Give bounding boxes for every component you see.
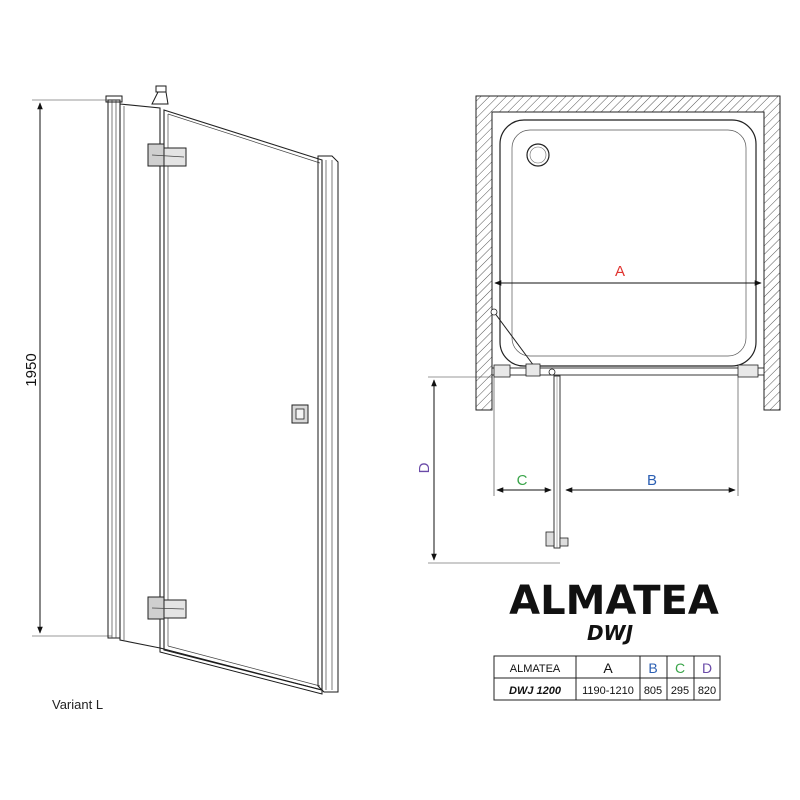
glass-profile-strip xyxy=(491,363,765,378)
lower-hinge-icon xyxy=(147,596,187,620)
front-view: 1950 xyxy=(23,85,339,712)
spec-table: ALMATEA A B C D DWJ 1200 1190-1210 805 2… xyxy=(493,655,721,701)
dimension-a: A xyxy=(494,263,762,286)
height-dimension-label: 1950 xyxy=(23,353,40,386)
table-header-d: D xyxy=(702,660,712,676)
dimension-d: D xyxy=(416,379,437,561)
wall-profile-right xyxy=(317,155,339,693)
height-dimension: 1950 xyxy=(23,99,112,637)
drain-icon xyxy=(526,143,550,167)
shower-tray xyxy=(499,119,757,367)
table-cell-a: 1190-1210 xyxy=(582,685,634,697)
plan-view: A D xyxy=(416,95,781,564)
table-header-a: A xyxy=(603,660,613,676)
door-glass-panel xyxy=(163,109,323,691)
bottom-seal xyxy=(159,647,323,695)
table-cell-b: 805 xyxy=(644,685,662,697)
dimension-c-label: C xyxy=(517,472,528,489)
product-model: DWJ xyxy=(587,621,634,645)
table-header-model: ALMATEA xyxy=(510,663,561,675)
dimension-b: B xyxy=(565,472,736,493)
table-header-c: C xyxy=(675,660,685,676)
dimension-b-label: B xyxy=(647,472,657,489)
product-title: ALMATEA xyxy=(509,578,719,624)
table-cell-c: 295 xyxy=(671,685,689,697)
upper-hinge-icon xyxy=(147,143,187,167)
wall-section xyxy=(475,95,781,411)
dimension-a-label: A xyxy=(615,263,625,280)
open-door-panel xyxy=(553,375,561,549)
dimension-d-label: D xyxy=(416,462,433,473)
table-header-b: B xyxy=(648,660,657,676)
table-cell-d: 820 xyxy=(698,685,716,697)
door-handle-icon xyxy=(291,404,309,424)
top-hinge-knob-icon xyxy=(151,85,169,105)
dimension-c: C xyxy=(496,472,552,493)
door-opening-arc xyxy=(490,308,535,367)
table-cell-model: DWJ 1200 xyxy=(509,685,562,697)
variant-label: Variant L xyxy=(52,697,103,712)
door-handle-plan-icon xyxy=(545,531,569,547)
fixed-glass-panel xyxy=(119,103,161,649)
